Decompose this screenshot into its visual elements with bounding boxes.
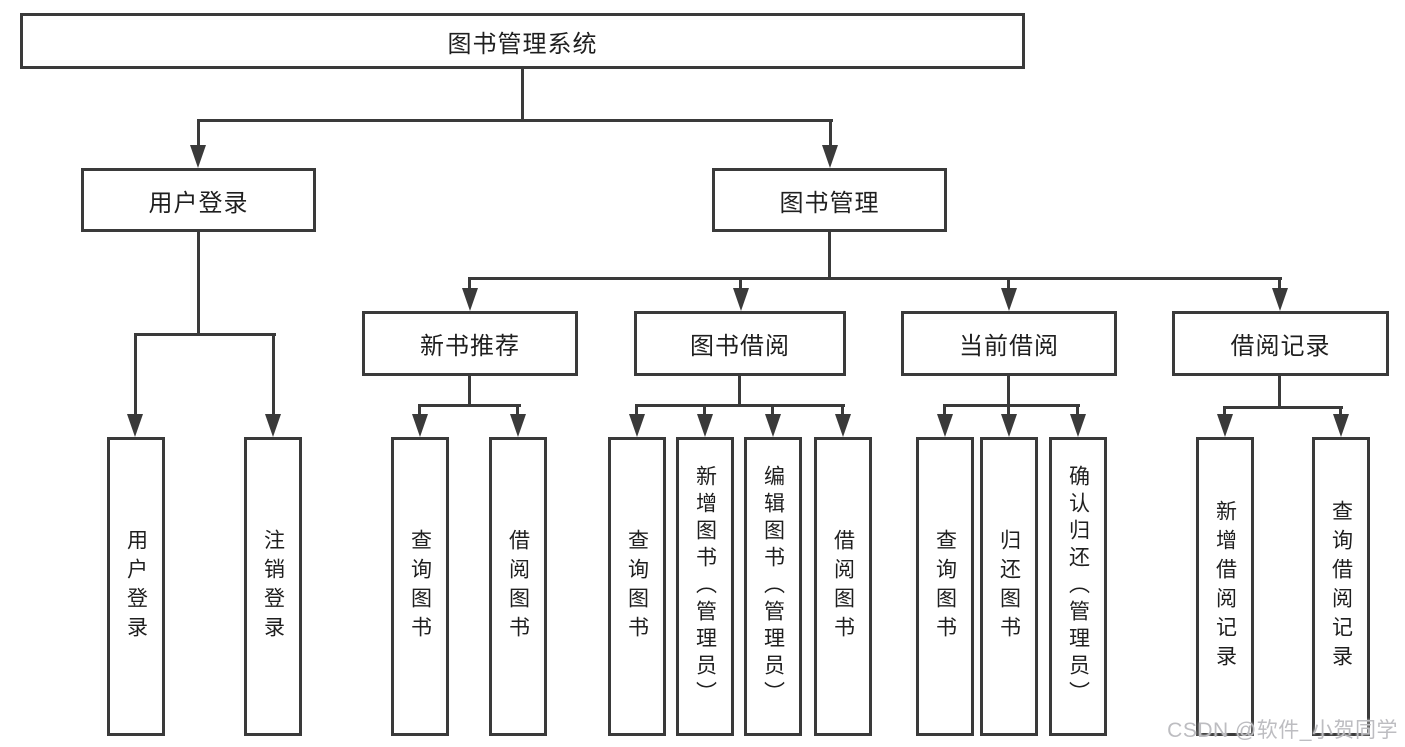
leaf-bb-edit-book-admin-label: 编辑图书（管理员） [761,465,785,708]
node-new-book-recommend: 新书推荐 [362,311,578,376]
leaf-bb-query-book-label: 查询图书 [625,528,649,645]
node-root: 图书管理系统 [20,13,1025,69]
arrow-down-icon [937,414,953,437]
connector-line [943,404,946,418]
leaf-cb-return-book: 归还图书 [980,437,1038,736]
node-current-borrow-label: 当前借阅 [959,333,1059,360]
connector-line [1007,404,1010,418]
leaf-logout: 注销登录 [244,437,302,736]
connector-line [197,119,833,122]
arrow-down-icon [1333,414,1349,437]
leaf-cb-query-book: 查询图书 [916,437,974,736]
leaf-cb-confirm-return-admin-label: 确认归还（管理员） [1066,465,1090,708]
arrow-down-icon [835,414,851,437]
leaf-br-query-record-label: 查询借阅记录 [1329,499,1353,674]
node-book-management: 图书管理 [712,168,947,232]
leaf-bb-borrow-book: 借阅图书 [814,437,872,736]
connector-line [516,404,519,418]
arrow-down-icon [1217,414,1233,437]
leaf-user-login-label: 用户登录 [124,528,148,645]
connector-line [1223,406,1226,418]
node-borrow-records-label: 借阅记录 [1230,333,1331,360]
arrow-down-icon [1272,288,1288,311]
connector-line [739,277,742,291]
leaf-br-query-record: 查询借阅记录 [1312,437,1370,736]
connector-line [134,333,276,336]
connector-line [1007,277,1010,291]
leaf-cb-query-book-label: 查询图书 [933,528,957,645]
node-user-login-label: 用户登录 [148,189,249,217]
leaf-logout-label: 注销登录 [261,528,285,645]
connector-line [468,277,471,291]
arrow-down-icon [412,414,428,437]
connector-line [419,404,521,407]
leaf-bb-add-book-admin: 新增图书（管理员） [676,437,734,736]
connector-line [1339,406,1342,418]
connector-line [1007,376,1010,406]
arrow-down-icon [190,145,206,168]
node-borrow-records: 借阅记录 [1172,311,1389,376]
connector-line [943,404,1080,407]
connector-line [1278,376,1281,408]
connector-line [738,376,741,406]
node-root-label: 图书管理系统 [447,30,598,58]
arrow-down-icon [1070,414,1086,437]
leaf-bb-query-book: 查询图书 [608,437,666,736]
arrow-down-icon [629,414,645,437]
connector-line [272,333,275,418]
arrow-down-icon [733,288,749,311]
leaf-user-login: 用户登录 [107,437,165,736]
connector-line [829,119,832,149]
connector-line [1278,277,1281,291]
leaf-bb-edit-book-admin: 编辑图书（管理员） [744,437,802,736]
leaf-bb-add-book-admin-label: 新增图书（管理员） [693,465,717,708]
connector-line [197,119,200,149]
connector-line [1223,406,1343,409]
node-book-management-label: 图书管理 [779,189,880,217]
arrow-down-icon [510,414,526,437]
leaf-nbr-query-book: 查询图书 [391,437,449,736]
connector-line [703,404,706,418]
node-current-borrow: 当前借阅 [901,311,1117,376]
leaf-cb-confirm-return-admin: 确认归还（管理员） [1049,437,1107,736]
leaf-br-add-record: 新增借阅记录 [1196,437,1254,736]
connector-line [1076,404,1079,418]
connector-line [418,404,421,418]
leaf-nbr-borrow-book-label: 借阅图书 [506,528,530,645]
arrow-down-icon [462,288,478,311]
connector-line [521,69,524,120]
connector-line [197,232,200,336]
connector-line [635,404,638,418]
arrow-down-icon [697,414,713,437]
node-user-login: 用户登录 [81,168,316,232]
connector-line [828,232,831,279]
leaf-nbr-borrow-book: 借阅图书 [489,437,547,736]
arrow-down-icon [1001,288,1017,311]
node-book-borrow-label: 图书借阅 [690,333,790,360]
arrow-down-icon [765,414,781,437]
connector-line [468,376,471,406]
connector-line [771,404,774,418]
leaf-nbr-query-book-label: 查询图书 [408,528,432,645]
connector-line [635,404,845,407]
leaf-cb-return-book-label: 归还图书 [997,528,1021,645]
connector-line [841,404,844,418]
arrow-down-icon [822,145,838,168]
arrow-down-icon [127,414,143,437]
node-new-book-recommend-label: 新书推荐 [420,333,520,360]
watermark: CSDN @软件_小贺同学 [1167,719,1398,742]
connector-line [469,277,1282,280]
node-book-borrow: 图书借阅 [634,311,846,376]
arrow-down-icon [265,414,281,437]
arrow-down-icon [1001,414,1017,437]
connector-line [134,333,137,418]
leaf-bb-borrow-book-label: 借阅图书 [831,528,855,645]
leaf-br-add-record-label: 新增借阅记录 [1213,499,1237,674]
